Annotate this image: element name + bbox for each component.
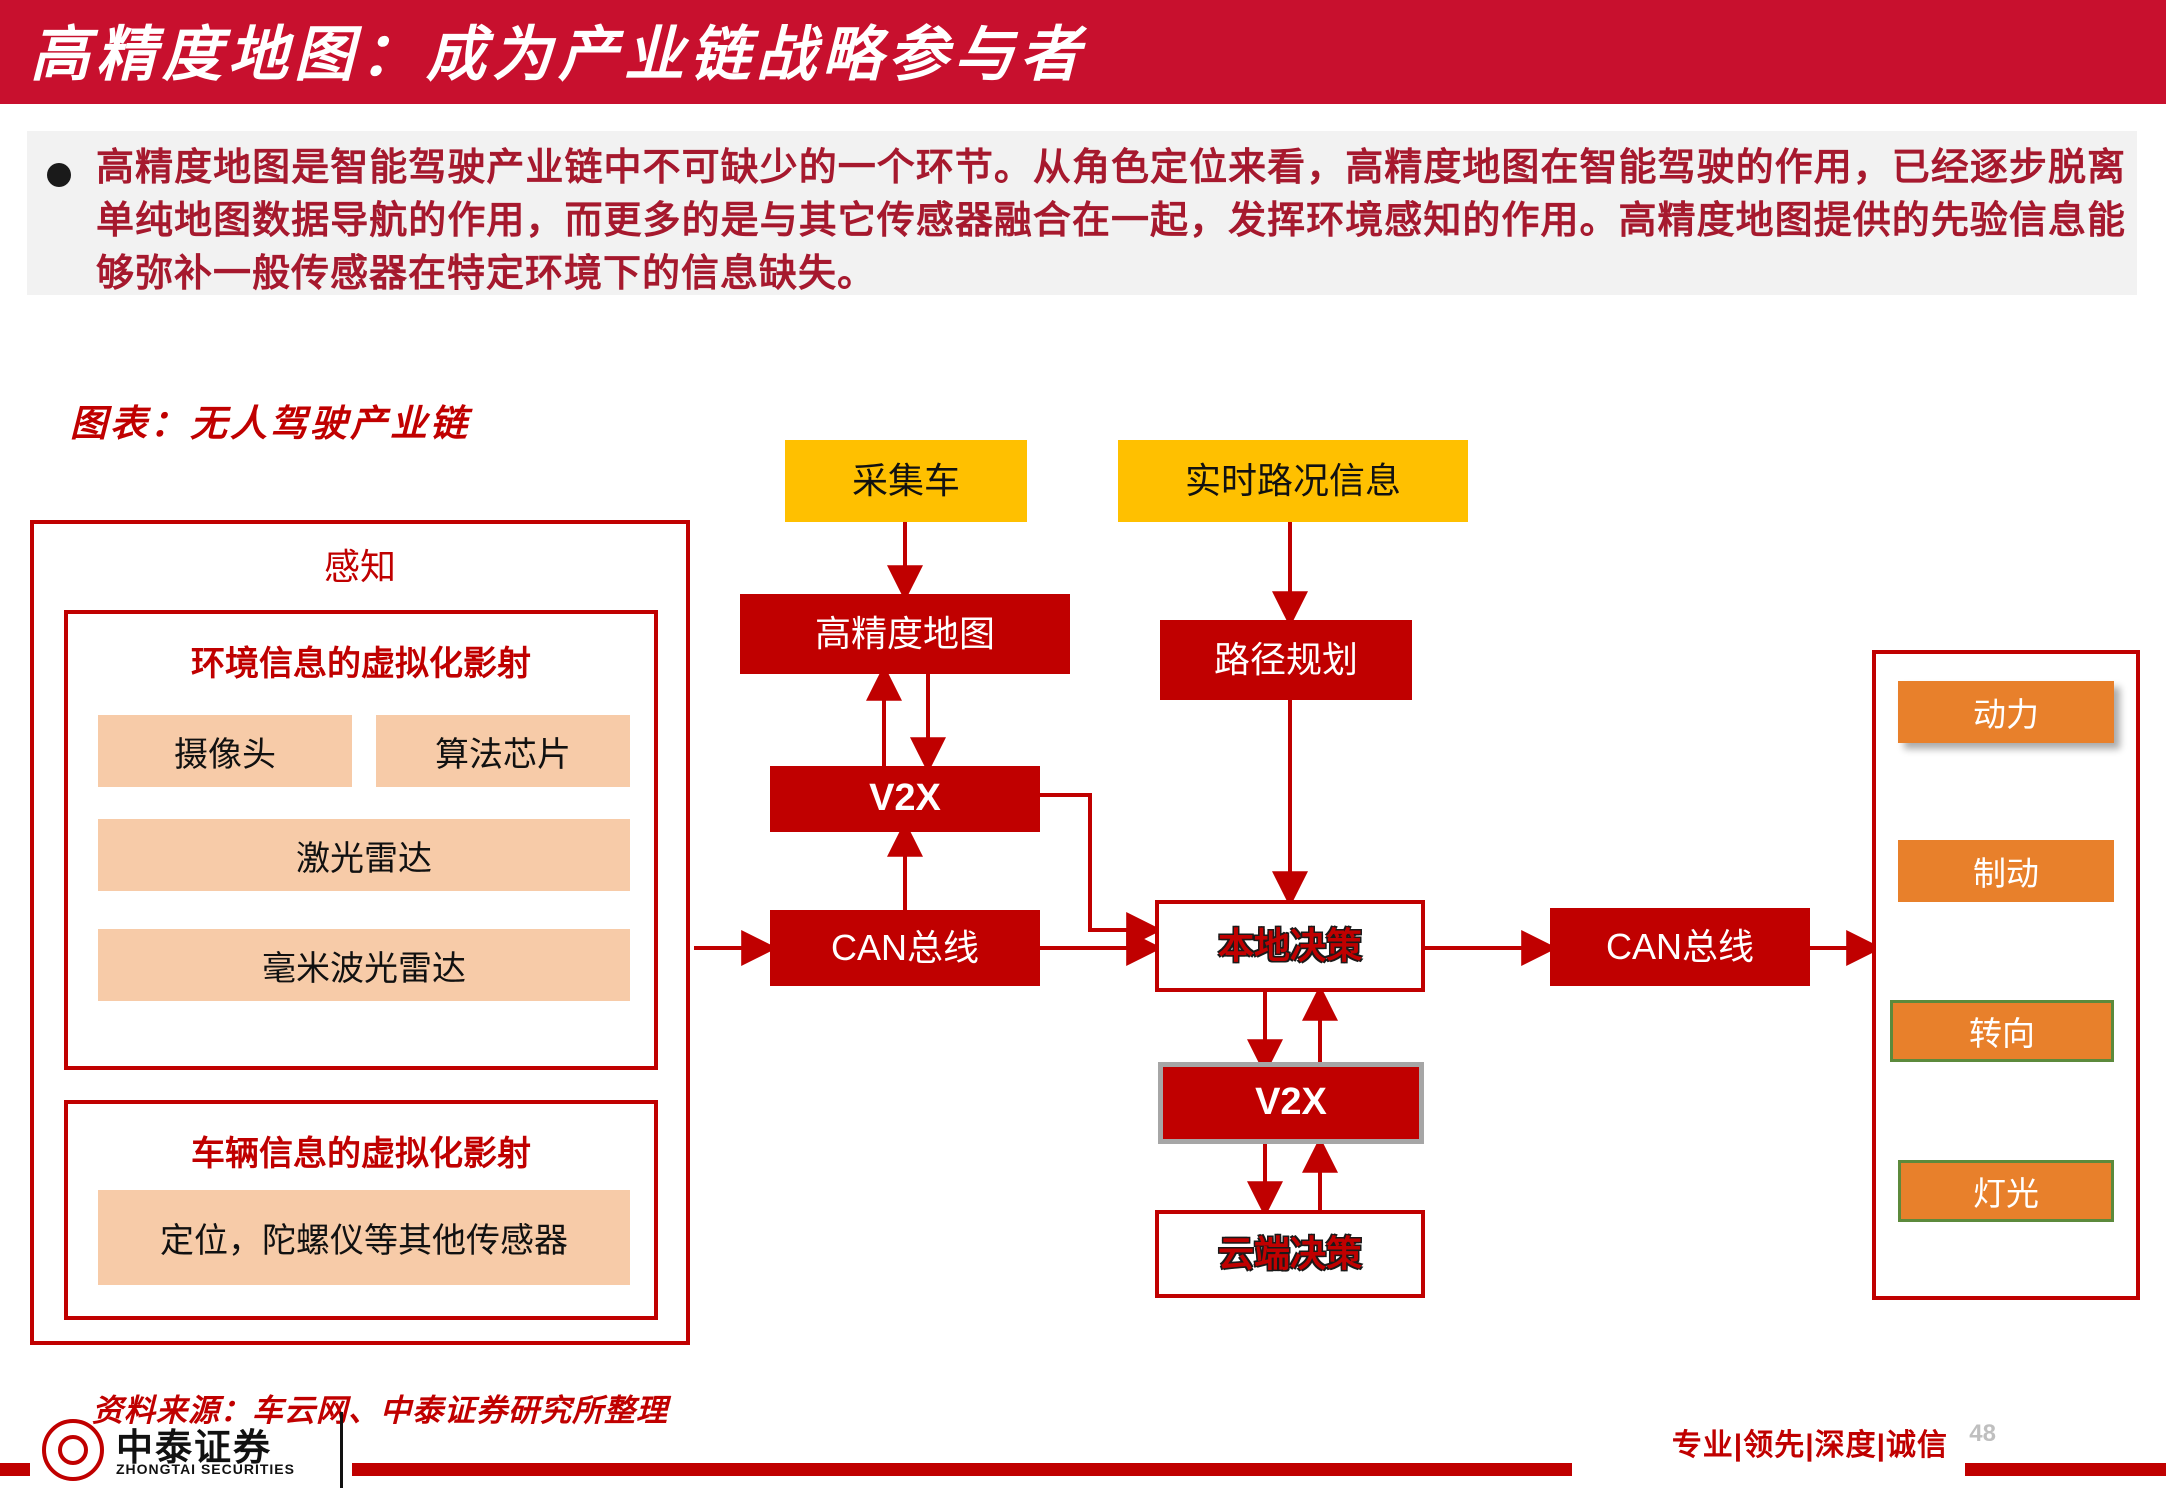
figure-caption: 图表：无人驾驶产业链 (70, 404, 470, 445)
title-bar: 高精度地图：成为产业链战略参与者 (0, 0, 2166, 104)
node-collection-vehicle[interactable]: 采集车 (785, 440, 1027, 522)
sensor-box-lidar[interactable]: 激光雷达 (98, 819, 630, 891)
footer-rule (0, 1463, 2166, 1477)
lead-paragraph-band (27, 131, 2137, 295)
logo-mark-icon (42, 1419, 104, 1481)
node-realtime-traffic[interactable]: 实时路况信息 (1118, 440, 1468, 522)
footer-slogan: 专业|领先|深度|诚信 (1671, 1429, 1948, 1462)
company-logo: 中泰证券 ZHONGTAI SECURITIES (42, 1415, 342, 1487)
logo-name-en: ZHONGTAI SECURITIES (116, 1461, 295, 1477)
perception-panel-title: 感知 (323, 546, 396, 587)
environment-info-title: 环境信息的虚拟化影射 (191, 645, 531, 683)
node-v2x-left[interactable]: V2X (770, 766, 1040, 832)
sensor-box-mmwave-radar[interactable]: 毫米波光雷达 (98, 929, 630, 1001)
node-v2x-middle[interactable]: V2X (1158, 1062, 1424, 1144)
actuator-box-brake[interactable]: 制动 (1898, 840, 2114, 902)
actuator-box-power[interactable]: 动力 (1898, 681, 2114, 743)
vehicle-info-title: 车辆信息的虚拟化影射 (191, 1135, 531, 1173)
actuator-box-lighting[interactable]: 灯光 (1898, 1160, 2114, 1222)
node-hd-map[interactable]: 高精度地图 (740, 594, 1070, 674)
lead-paragraph-text: 高精度地图是智能驾驶产业链中不可缺少的一个环节。从角色定位来看，高精度地图在智能… (96, 147, 2126, 295)
logo-divider (340, 1412, 343, 1488)
node-local-decision[interactable]: 本地决策 (1155, 900, 1425, 992)
sensor-box-camera[interactable]: 摄像头 (98, 715, 352, 787)
sensor-box-algorithm-chip[interactable]: 算法芯片 (376, 715, 630, 787)
node-can-bus-right[interactable]: CAN总线 (1550, 908, 1810, 986)
source-note: 资料来源：车云网、中泰证券研究所整理 (92, 1393, 668, 1428)
bullet-dot-icon (47, 163, 71, 187)
logo-name-cn: 中泰证券 (116, 1427, 272, 1468)
page-number: 48 (1969, 1420, 1996, 1447)
actuator-box-steering[interactable]: 转向 (1890, 1000, 2114, 1062)
sensor-box-positioning-gyro[interactable]: 定位，陀螺仪等其他传感器 (98, 1190, 630, 1285)
node-cloud-decision[interactable]: 云端决策 (1155, 1210, 1425, 1298)
node-can-bus-left[interactable]: CAN总线 (770, 910, 1040, 986)
page-title: 高精度地图：成为产业链战略参与者 (30, 22, 1086, 88)
node-route-planning[interactable]: 路径规划 (1160, 620, 1412, 700)
